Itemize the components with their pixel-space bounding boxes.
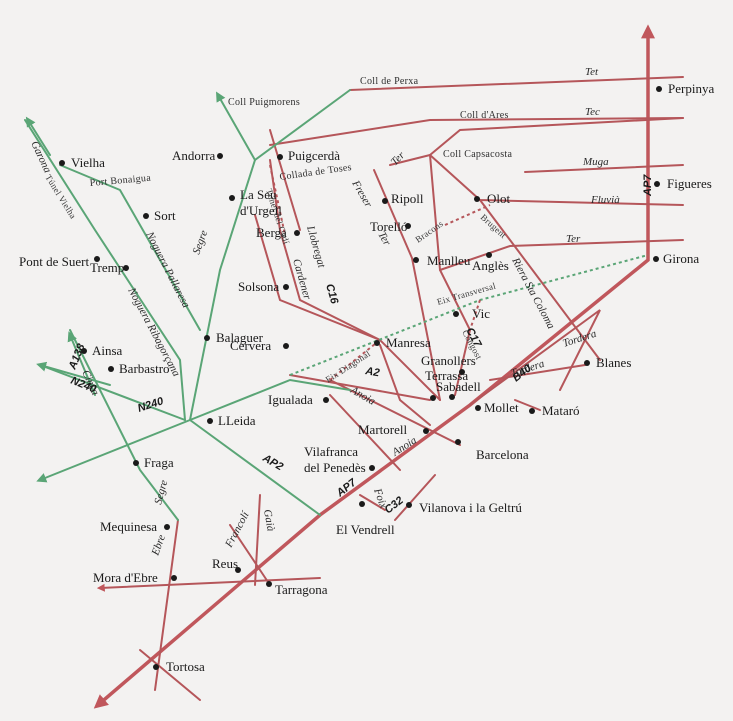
town-puigcerda: Puigcerdà <box>288 148 340 163</box>
town-manlleu: Manlleu <box>427 253 471 268</box>
town-mequinesa: Mequinesa <box>100 519 157 534</box>
town-tarragona: Tarragona <box>275 582 328 597</box>
road-a2: A2 <box>363 365 380 379</box>
town-solsona: Solsona <box>238 279 279 294</box>
town-pont-de-suert: Pont de Suert <box>19 254 89 269</box>
town-mora-debre: Mora d'Ebre <box>93 570 158 585</box>
town-durgell: d'Urgell <box>240 203 282 218</box>
town-el-vendrell: El Vendrell <box>336 522 395 537</box>
town-manresa: Manresa <box>386 335 431 350</box>
town-tremp: Tremp <box>90 260 124 275</box>
town-balaguer: Balaguer <box>216 330 264 345</box>
town-vilanova: Vilanova i la Geltrú <box>419 500 522 515</box>
town-granollers: Granollers <box>421 353 476 368</box>
pass-collada-de-toses: Collada de Toses <box>279 162 353 183</box>
eix-transversal-dashed <box>469 299 481 331</box>
town-sabadell: Sabadell <box>436 379 481 394</box>
road-c16: C16 <box>323 283 340 307</box>
river-llobregat: Llobregat <box>304 224 328 270</box>
road-eix-transversal: Eix Transversal <box>436 281 497 307</box>
river-muga: Muga <box>582 156 609 168</box>
town-torello: Torelló <box>370 219 407 234</box>
pass-coll-dares: Coll d'Ares <box>460 110 509 121</box>
river-ter-east: Ter <box>566 233 581 245</box>
town-dots <box>59 86 662 670</box>
town-mollet: Mollet <box>484 400 519 415</box>
pass-coll-de-perxa: Coll de Perxa <box>360 76 419 87</box>
town-mataro: Mataró <box>542 403 580 418</box>
town-girona: Girona <box>663 251 699 266</box>
river-freser: Freser <box>349 178 375 211</box>
pass-coll-capsacosta: Coll Capsacosta <box>443 149 512 160</box>
town-andorra: Andorra <box>172 148 216 163</box>
town-lleida: LLeida <box>218 413 256 428</box>
town-ainsa: Ainsa <box>92 343 123 358</box>
town-tortosa: Tortosa <box>166 659 205 674</box>
tunnel-bracons: Bracons <box>413 218 445 244</box>
town-berga: Berga <box>256 225 287 240</box>
town-igualada: Igualada <box>268 392 313 407</box>
town-vilafranca: Vilafranca <box>304 444 358 459</box>
river-tec: Tec <box>585 106 600 118</box>
river-noguera-pallaresa: Noguera Pallaresa <box>143 229 192 310</box>
river-fluvia: Fluvià <box>590 194 620 206</box>
red-routes <box>96 76 684 701</box>
river-gaia: Gaià <box>261 508 277 532</box>
town-blanes: Blanes <box>596 355 631 370</box>
road-ap7-north: AP7 <box>642 174 654 197</box>
town-vic: Vic <box>472 306 490 321</box>
river-tordera-north: Tordera <box>561 328 598 350</box>
river-segre-south: Segre <box>152 479 170 506</box>
town-cervera: Cervera <box>230 338 271 353</box>
river-ebre: Ebre <box>149 533 168 558</box>
town-barbastro: Barbastro <box>119 361 170 376</box>
pass-coll-puigmorens: Coll Puigmorens <box>228 97 300 108</box>
road-ap2: AP2 <box>260 452 285 474</box>
town-sort: Sort <box>154 208 176 223</box>
river-segre-north: Segre <box>191 229 211 256</box>
town-olot: Olot <box>487 191 511 206</box>
town-vielha: Vielha <box>71 155 105 170</box>
tunnel-brugent: Brugent <box>479 212 509 240</box>
bracons-dashed <box>444 204 491 226</box>
road-eix-diagonal: Eix Diagonal <box>324 348 373 384</box>
town-reus: Reus <box>212 556 238 571</box>
river-tet: Tet <box>585 66 599 78</box>
town-perpinya: Perpinya <box>668 81 714 96</box>
town-figueres: Figueres <box>667 176 712 191</box>
town-barcelona: Barcelona <box>476 447 529 462</box>
town-fraga: Fraga <box>144 455 174 470</box>
pass-port-bonaigua: Port Bonaigua <box>89 173 151 189</box>
town-ripoll: Ripoll <box>391 191 424 206</box>
town-angles: Anglès <box>472 258 509 273</box>
town-terrassa: Terrassa <box>425 368 468 383</box>
town-del-penedes: del Penedès <box>304 460 366 475</box>
road-a138: A138 <box>66 341 88 372</box>
town-martorell: Martorell <box>358 422 407 437</box>
river-francoli: Francolí <box>223 509 253 550</box>
eix-diagonal-dashed <box>329 339 381 381</box>
river-anoia-south: Anoia <box>389 434 419 459</box>
town-la-seu: La Seu <box>240 187 277 202</box>
